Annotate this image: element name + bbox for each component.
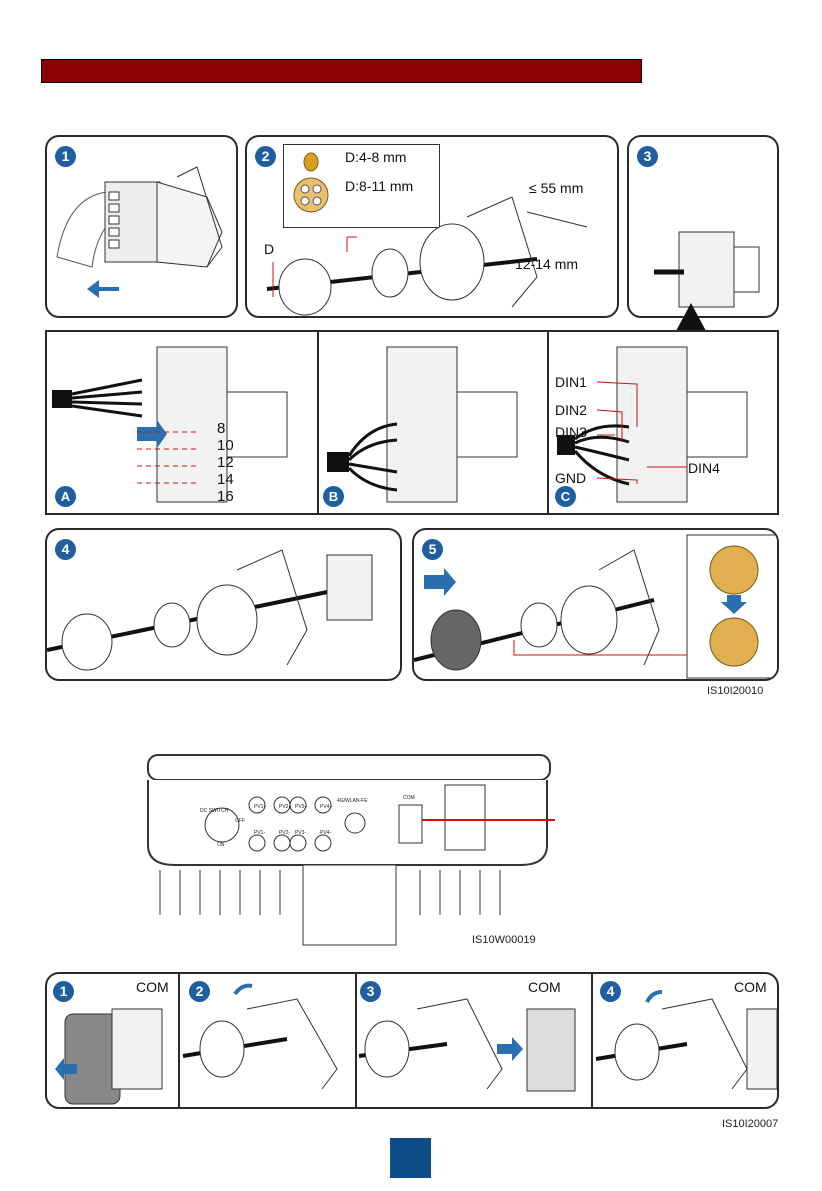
step4-panel: 4: [45, 528, 402, 681]
seal-icons: [247, 137, 619, 318]
terminal-10: 10: [217, 437, 234, 454]
terminal-block-illustration: [629, 137, 779, 318]
pv1-plus-label: PV1+: [254, 804, 266, 810]
inverter-bottom-view: [145, 750, 555, 950]
din4-label: DIN4: [688, 460, 720, 476]
gnd-label: GND: [555, 470, 586, 486]
din3-label: DIN3: [555, 424, 587, 440]
com-install-panel: 1 2 3 4 COM COM COM: [45, 972, 779, 1109]
section-title-bar: [41, 59, 642, 83]
pv4-minus-label: PV4-: [320, 830, 331, 836]
page-number-box: [390, 1138, 431, 1178]
wlan-label: 4G/WLAN-FE: [337, 798, 368, 804]
step5-panel: 5: [412, 528, 779, 681]
figure2-code: IS10W00019: [472, 934, 536, 946]
wire-strip-label: 12-14 mm: [515, 256, 578, 272]
d-label: D: [264, 241, 274, 257]
strip-length-label: ≤ 55 mm: [529, 180, 583, 196]
com-install-illustration: [47, 974, 779, 1109]
figure3-code: IS10I20007: [722, 1118, 778, 1130]
terminal-wiring-panel: A B C 8 10 12 14 16 DIN1 DIN2 DIN3 GND D…: [45, 330, 779, 515]
terminal-8: 8: [217, 420, 225, 437]
step2-panel: 2 D:4-8 mm D:8-11 mm D ≤ 55 mm 12-14 mm: [245, 135, 619, 318]
pv3-plus-label: PV3+: [295, 804, 307, 810]
step3-panel: 3: [627, 135, 779, 318]
pv2-minus-label: PV2-: [279, 830, 290, 836]
off-label: OFF: [235, 818, 245, 824]
on-label: ON: [217, 842, 225, 848]
connector-removal-illustration: [47, 137, 238, 318]
pv3-minus-label: PV3-: [295, 830, 306, 836]
din1-label: DIN1: [555, 374, 587, 390]
pv2-plus-label: PV2+: [279, 804, 291, 810]
terminal-12: 12: [217, 454, 234, 471]
pv4-plus-label: PV4+: [320, 804, 332, 810]
terminal-16: 16: [217, 488, 234, 505]
callout-pointer: [676, 303, 706, 331]
seal-small-label: D:4-8 mm: [345, 149, 406, 165]
pv1-minus-label: PV1-: [254, 830, 265, 836]
seal-large-label: D:8-11 mm: [345, 178, 413, 194]
dc-switch-label: DC SWITCH: [200, 808, 228, 814]
terminal-14: 14: [217, 471, 234, 488]
figure1-code: IS10I20010: [707, 685, 763, 697]
din2-label: DIN2: [555, 402, 587, 418]
step1-panel: 1: [45, 135, 238, 318]
terminal-wiring-illustration: [47, 332, 779, 515]
tightening-illustration: [414, 530, 779, 681]
com-port-label: COM: [403, 795, 415, 801]
assembly-illustration: [47, 530, 402, 681]
